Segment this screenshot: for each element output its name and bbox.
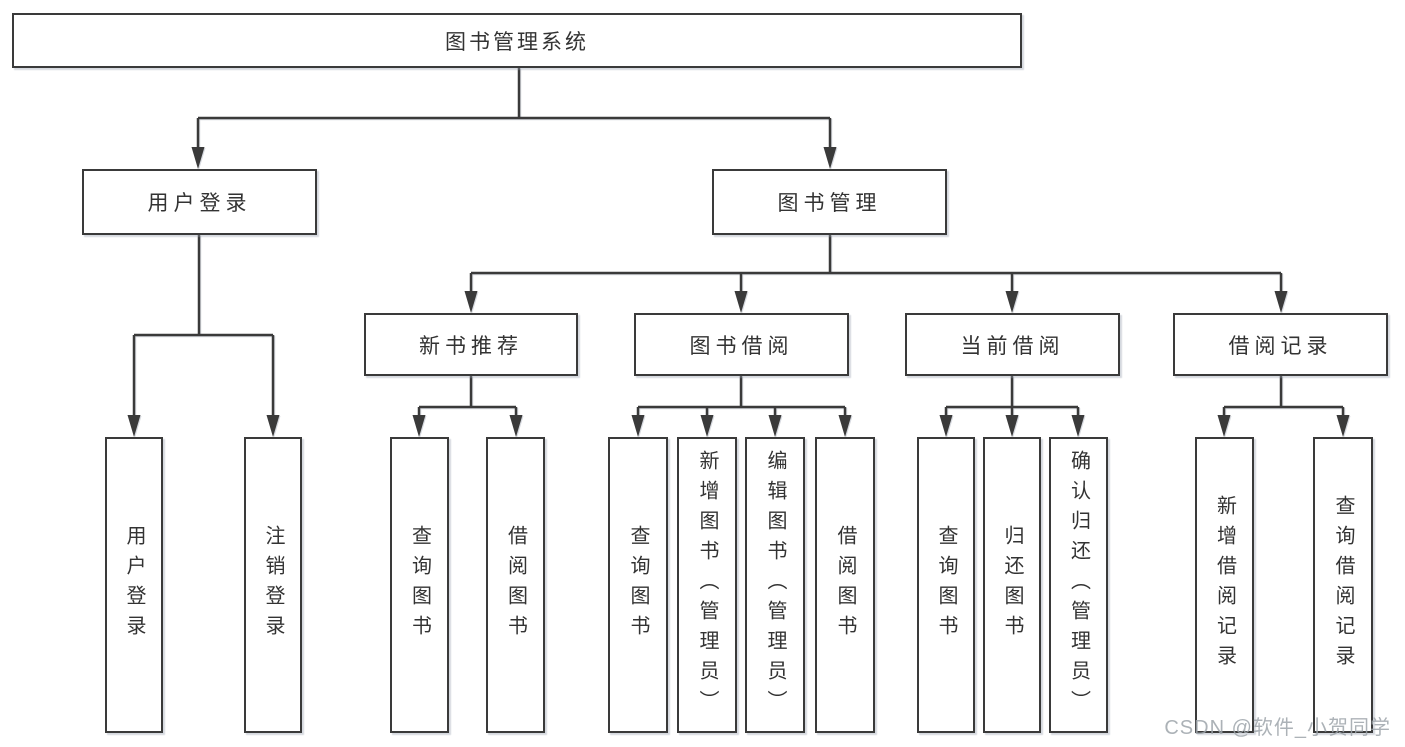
node-new-book-recommendation: 新书推荐 <box>364 313 578 376</box>
leaf-query-books-borrow: 查询图书 <box>608 437 668 733</box>
leaf-label: 归还图书 <box>1001 525 1023 645</box>
leaf-label: 借阅图书 <box>834 525 856 645</box>
leaf-label: 确认归还（管理员） <box>1067 450 1090 720</box>
leaf-query-books-current: 查询图书 <box>917 437 975 733</box>
node-label: 图书管理系统 <box>445 30 589 54</box>
leaf-borrow-books-recommend: 借阅图书 <box>486 437 545 733</box>
leaf-add-books-admin: 新增图书（管理员） <box>677 437 737 733</box>
leaf-return-books: 归还图书 <box>983 437 1041 733</box>
node-label: 图书借阅 <box>689 334 794 358</box>
leaf-add-borrow-record: 新增借阅记录 <box>1195 437 1254 733</box>
watermark: CSDN @软件_小贺同学 <box>1164 717 1391 739</box>
leaf-label: 用户登录 <box>123 525 145 645</box>
node-label: 当前借阅 <box>960 334 1065 358</box>
node-label: 图书管理 <box>777 192 882 215</box>
leaf-label: 新增图书（管理员） <box>696 450 718 720</box>
leaf-label: 查询图书 <box>627 525 649 645</box>
leaf-user-login: 用户登录 <box>105 437 163 733</box>
leaf-confirm-return-admin: 确认归还（管理员） <box>1049 437 1108 733</box>
node-book-management: 图书管理 <box>712 169 947 235</box>
leaf-label: 查询借阅记录 <box>1332 495 1354 675</box>
leaf-label: 新增借阅记录 <box>1213 495 1236 675</box>
leaf-edit-books-admin: 编辑图书（管理员） <box>745 437 805 733</box>
node-book-borrowing: 图书借阅 <box>634 313 849 376</box>
node-label: 用户登录 <box>147 192 252 215</box>
leaf-label: 编辑图书（管理员） <box>764 450 786 720</box>
leaf-label: 注销登录 <box>262 525 284 645</box>
node-label: 借阅记录 <box>1228 334 1333 358</box>
node-borrowing-records: 借阅记录 <box>1173 313 1388 376</box>
leaf-label: 查询图书 <box>935 525 957 645</box>
leaf-query-borrow-record: 查询借阅记录 <box>1313 437 1373 733</box>
node-user-login: 用户登录 <box>82 169 317 235</box>
node-label: 新书推荐 <box>419 334 523 358</box>
leaf-borrow-books: 借阅图书 <box>815 437 875 733</box>
arrowheads <box>127 147 1350 437</box>
leaf-label: 借阅图书 <box>504 525 527 645</box>
leaf-query-books-recommend: 查询图书 <box>390 437 449 733</box>
leaf-logout: 注销登录 <box>244 437 302 733</box>
node-current-borrowing: 当前借阅 <box>905 313 1120 376</box>
node-library-management-system: 图书管理系统 <box>12 13 1022 68</box>
leaf-label: 查询图书 <box>408 525 431 645</box>
